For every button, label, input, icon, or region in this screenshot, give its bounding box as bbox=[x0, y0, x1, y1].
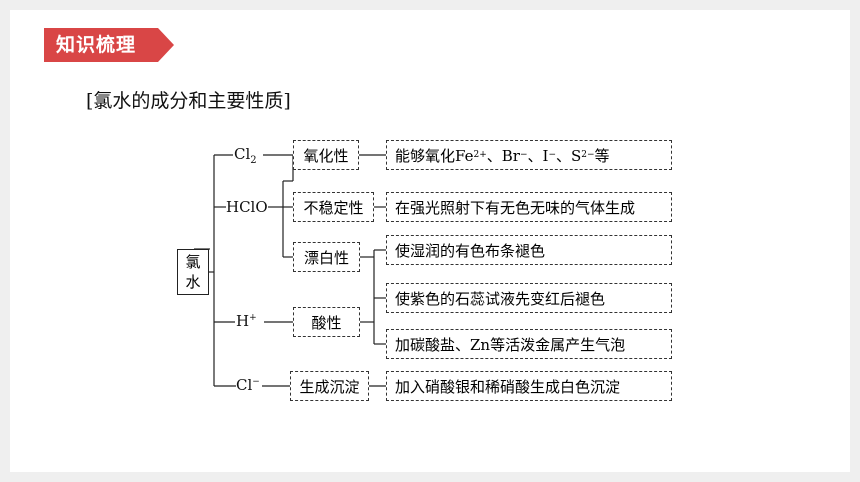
root-chlorine-water: 氯 水 bbox=[177, 249, 209, 295]
species-hplus-sup: + bbox=[249, 313, 257, 323]
section-banner: 知识梳理 bbox=[44, 28, 174, 62]
desc-litmus: 使紫色的石蕊试液先变红后褪色 bbox=[386, 283, 672, 313]
desc-oxidize-p5: 等 bbox=[594, 146, 610, 165]
desc-oxidize-p3: 、I bbox=[527, 146, 549, 165]
species-hplus-base: H bbox=[236, 312, 250, 330]
desc-decompose: 在强光照射下有无色无味的气体生成 bbox=[386, 192, 672, 222]
desc-fade-wet: 使湿润的有色布条褪色 bbox=[386, 235, 672, 265]
banner-label: 知识梳理 bbox=[56, 34, 137, 56]
root-char-1: 氯 bbox=[185, 253, 201, 271]
property-unstable: 不稳定性 bbox=[293, 192, 374, 222]
property-acidic: 酸性 bbox=[293, 307, 360, 337]
property-precipitate: 生成沉淀 bbox=[290, 371, 369, 401]
species-hclo: HClO bbox=[226, 198, 268, 216]
root-char-2: 水 bbox=[185, 273, 201, 291]
banner-shape bbox=[44, 28, 174, 62]
desc-oxidize-p1: 能够氧化Fe bbox=[395, 146, 474, 165]
property-bleaching: 漂白性 bbox=[293, 242, 360, 272]
species-clminus-sup: − bbox=[252, 377, 260, 387]
species-cl2: Cl2 bbox=[234, 145, 257, 166]
property-oxidizing: 氧化性 bbox=[293, 140, 359, 170]
desc-oxidize-p4: 、S bbox=[555, 146, 582, 165]
species-cl2-base: Cl bbox=[234, 145, 251, 163]
species-clminus-base: Cl bbox=[236, 376, 253, 394]
desc-silver: 加入硝酸银和稀硝酸生成白色沉淀 bbox=[386, 371, 672, 401]
desc-carbonate: 加碳酸盐、Zn等活泼金属产生气泡 bbox=[386, 329, 672, 359]
species-clminus: Cl− bbox=[236, 376, 260, 394]
section-title: [氯水的成分和主要性质] bbox=[86, 90, 291, 112]
species-hplus: H+ bbox=[236, 312, 257, 330]
desc-oxidize-p2: 、Br bbox=[486, 146, 520, 165]
species-cl2-sub: 2 bbox=[250, 155, 257, 166]
